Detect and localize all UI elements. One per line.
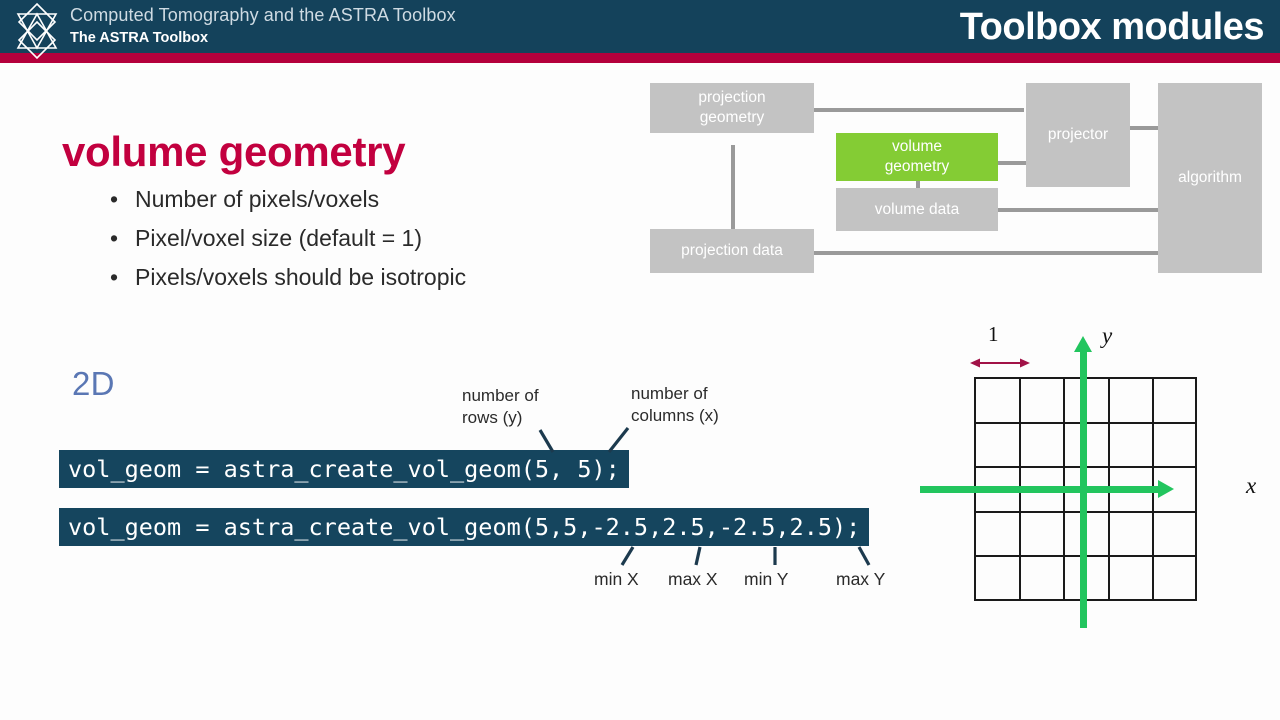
diagram-box-projector: projector bbox=[1026, 83, 1130, 187]
bullet-marker-icon: • bbox=[110, 186, 119, 212]
header-subtitle: The ASTRA Toolbox bbox=[70, 30, 209, 46]
annotation-columns-label: number of columns (x) bbox=[631, 384, 719, 425]
axis-x-line bbox=[920, 486, 1160, 493]
diagram-box-projection-data: projection data bbox=[650, 229, 814, 273]
bullet-marker-icon: • bbox=[110, 264, 119, 290]
list-item-label: Pixel/voxel size (default = 1) bbox=[135, 225, 422, 251]
code-block-2d-extents: vol_geom = astra_create_vol_geom(5,5,-2.… bbox=[59, 508, 870, 546]
bullet-marker-icon: • bbox=[110, 225, 119, 251]
annotation-max-y-label: max Y bbox=[836, 569, 886, 589]
list-item-label: Pixels/voxels should be isotropic bbox=[135, 264, 467, 290]
axis-x-arrowhead-icon bbox=[1158, 480, 1174, 498]
page-title: volume geometry bbox=[62, 128, 406, 175]
annotation-min-x-label: min X bbox=[594, 569, 639, 589]
connector-volgeom-to-projector bbox=[997, 161, 1037, 165]
grid-line-vertical bbox=[1195, 377, 1197, 601]
header-title-group: Computed Tomography and the ASTRA Toolbo… bbox=[70, 3, 456, 48]
diagram-box-label: algorithm bbox=[1178, 169, 1242, 186]
annotation-rows-label: number of rows (y) bbox=[462, 386, 539, 427]
diagram-box-label: projection data bbox=[681, 242, 783, 259]
bullet-list: • Number of pixels/voxels • Pixel/voxel … bbox=[108, 180, 466, 297]
list-item: • Number of pixels/voxels bbox=[108, 180, 466, 219]
dimension-label: 2D bbox=[72, 365, 115, 402]
code-block-2d-simple: vol_geom = astra_create_vol_geom(5, 5); bbox=[59, 450, 629, 488]
connector-projdata-to-algorithm bbox=[814, 251, 1162, 255]
course-title: Computed Tomography and the ASTRA Toolbo… bbox=[70, 5, 456, 25]
diagram-box-label: volume data bbox=[874, 200, 960, 218]
connector-voldata-to-algorithm bbox=[997, 208, 1160, 212]
section-title: Toolbox modules bbox=[959, 6, 1265, 48]
diagram-box-volume-data: volume data bbox=[836, 188, 998, 231]
header-accent-stripe bbox=[0, 53, 1280, 63]
connector-projgeom-to-projdata bbox=[731, 145, 735, 250]
axis-y-arrowhead-icon bbox=[1074, 336, 1092, 352]
connector-projgeom-to-projector bbox=[814, 108, 1024, 112]
toolbox-module-diagram: projection geometry volume geometry proj… bbox=[630, 75, 1280, 290]
axis-y-line bbox=[1080, 352, 1087, 628]
diagram-box-volume-geometry: volume geometry bbox=[836, 133, 998, 181]
diagram-box-projection-geometry: projection geometry bbox=[650, 83, 814, 133]
axis-x-label: x bbox=[1246, 473, 1257, 498]
diagram-box-label: projection geometry bbox=[698, 89, 766, 126]
diagram-box-label: projector bbox=[1047, 126, 1109, 143]
annotation-min-y-label: min Y bbox=[744, 569, 789, 589]
grid-unit-label: 1 bbox=[988, 322, 999, 346]
header-bar bbox=[0, 0, 1280, 53]
diagram-box-algorithm: algorithm bbox=[1158, 83, 1262, 273]
diagram-box-label: volume geometry bbox=[884, 138, 950, 175]
connector-projector-to-algorithm bbox=[1128, 126, 1160, 130]
volume-grid-figure: 1 x y bbox=[910, 310, 1280, 640]
list-item: • Pixel/voxel size (default = 1) bbox=[108, 219, 466, 258]
list-item: • Pixels/voxels should be isotropic bbox=[108, 258, 466, 297]
annotation-max-x-label: max X bbox=[668, 569, 718, 589]
axis-y-label: y bbox=[1102, 323, 1113, 348]
list-item-label: Number of pixels/voxels bbox=[135, 186, 380, 212]
astra-octagram-star-icon bbox=[6, 0, 68, 62]
grid-unit-measure-arrow-icon bbox=[970, 358, 1030, 368]
